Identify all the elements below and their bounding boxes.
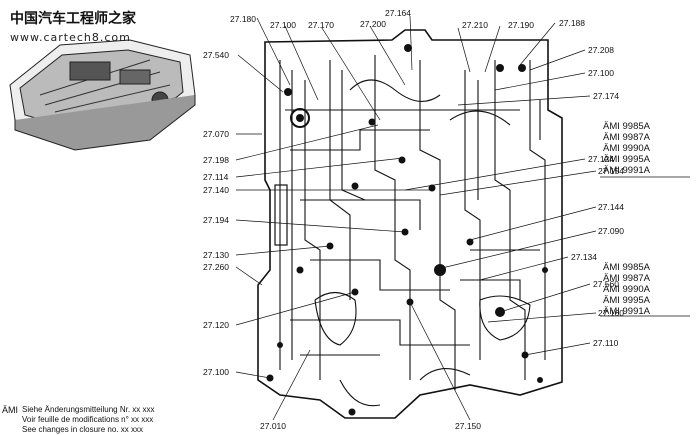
label-27-100-right: 27.100 bbox=[588, 68, 614, 78]
ami-lower-item: ÄMI 9985A bbox=[603, 262, 650, 273]
leader-lines bbox=[235, 15, 597, 421]
valve-holes bbox=[266, 44, 548, 416]
label-27-208: 27.208 bbox=[588, 45, 614, 55]
label-27-164: 27.164 bbox=[385, 8, 411, 18]
label-27-144: 27.144 bbox=[598, 202, 624, 212]
ami-upper-item: ÄMI 9990A bbox=[603, 143, 650, 154]
label-27-070: 27.070 bbox=[203, 129, 229, 139]
label-27-210: 27.210 bbox=[462, 20, 488, 30]
footer-line-3: See changes in closure no. xx xxx bbox=[22, 425, 143, 434]
footer-line-1: Siehe Änderungsmitteilung Nr. xx xxx bbox=[22, 405, 155, 414]
label-27-140: 27.140 bbox=[203, 185, 229, 195]
label-27-170: 27.170 bbox=[308, 20, 334, 30]
label-27-114: 27.114 bbox=[203, 172, 229, 182]
label-27-260: 27.260 bbox=[203, 262, 229, 272]
label-27-190: 27.190 bbox=[508, 20, 534, 30]
ami-upper-item: ÄMI 9995A bbox=[603, 154, 650, 165]
label-27-134: 27.134 bbox=[571, 252, 597, 262]
label-27-194: 27.194 bbox=[203, 215, 229, 225]
label-27-200: 27.200 bbox=[360, 19, 386, 29]
label-27-180: 27.180 bbox=[230, 14, 256, 24]
footer-prefix: ÄMI bbox=[2, 405, 19, 415]
label-27-154: 27.154 bbox=[598, 166, 624, 176]
label-27-150: 27.150 bbox=[455, 421, 481, 431]
label-27-120: 27.120 bbox=[203, 320, 229, 330]
ami-upper-item: ÄMI 9991A bbox=[603, 165, 650, 176]
label-27-090: 27.090 bbox=[598, 226, 624, 236]
ami-lower-item: ÄMI 9995A bbox=[603, 295, 650, 306]
label-27-160: 27.160 bbox=[598, 308, 624, 318]
label-27-174: 27.174 bbox=[593, 91, 619, 101]
ami-lower-item: ÄMI 9991A bbox=[603, 306, 650, 317]
ami-upper-item: ÄMI 9985A bbox=[603, 121, 650, 132]
footer-line-2: Voir feuille de modifications n° xx xxx bbox=[22, 415, 154, 424]
thumbnail-iso-view bbox=[9, 39, 196, 151]
label-27-188: 27.188 bbox=[559, 18, 585, 28]
label-27-560: 27.560 bbox=[593, 279, 619, 289]
ami-upper-item: ÄMI 9987A bbox=[603, 132, 650, 143]
label-27-010: 27.010 bbox=[260, 421, 286, 431]
label-27-198: 27.198 bbox=[203, 155, 229, 165]
label-27-124: 27.124 bbox=[588, 154, 614, 164]
ami-lower-item: ÄMI 9990A bbox=[603, 284, 650, 295]
ami-underlines bbox=[600, 176, 690, 317]
ami-lower-item: ÄMI 9987A bbox=[603, 273, 650, 284]
watermark-title: 中国汽车工程师之家 bbox=[10, 11, 136, 27]
label-27-100-top: 27.100 bbox=[270, 20, 296, 30]
watermark-url: www.cartech8.com bbox=[10, 31, 131, 44]
main-plate bbox=[257, 29, 563, 419]
label-27-540: 27.540 bbox=[203, 50, 229, 60]
label-27-100-bottom: 27.100 bbox=[203, 367, 229, 377]
valve-channels bbox=[279, 55, 546, 407]
label-27-130: 27.130 bbox=[203, 250, 229, 260]
separator-strip bbox=[274, 184, 288, 246]
label-27-110: 27.110 bbox=[593, 338, 619, 348]
